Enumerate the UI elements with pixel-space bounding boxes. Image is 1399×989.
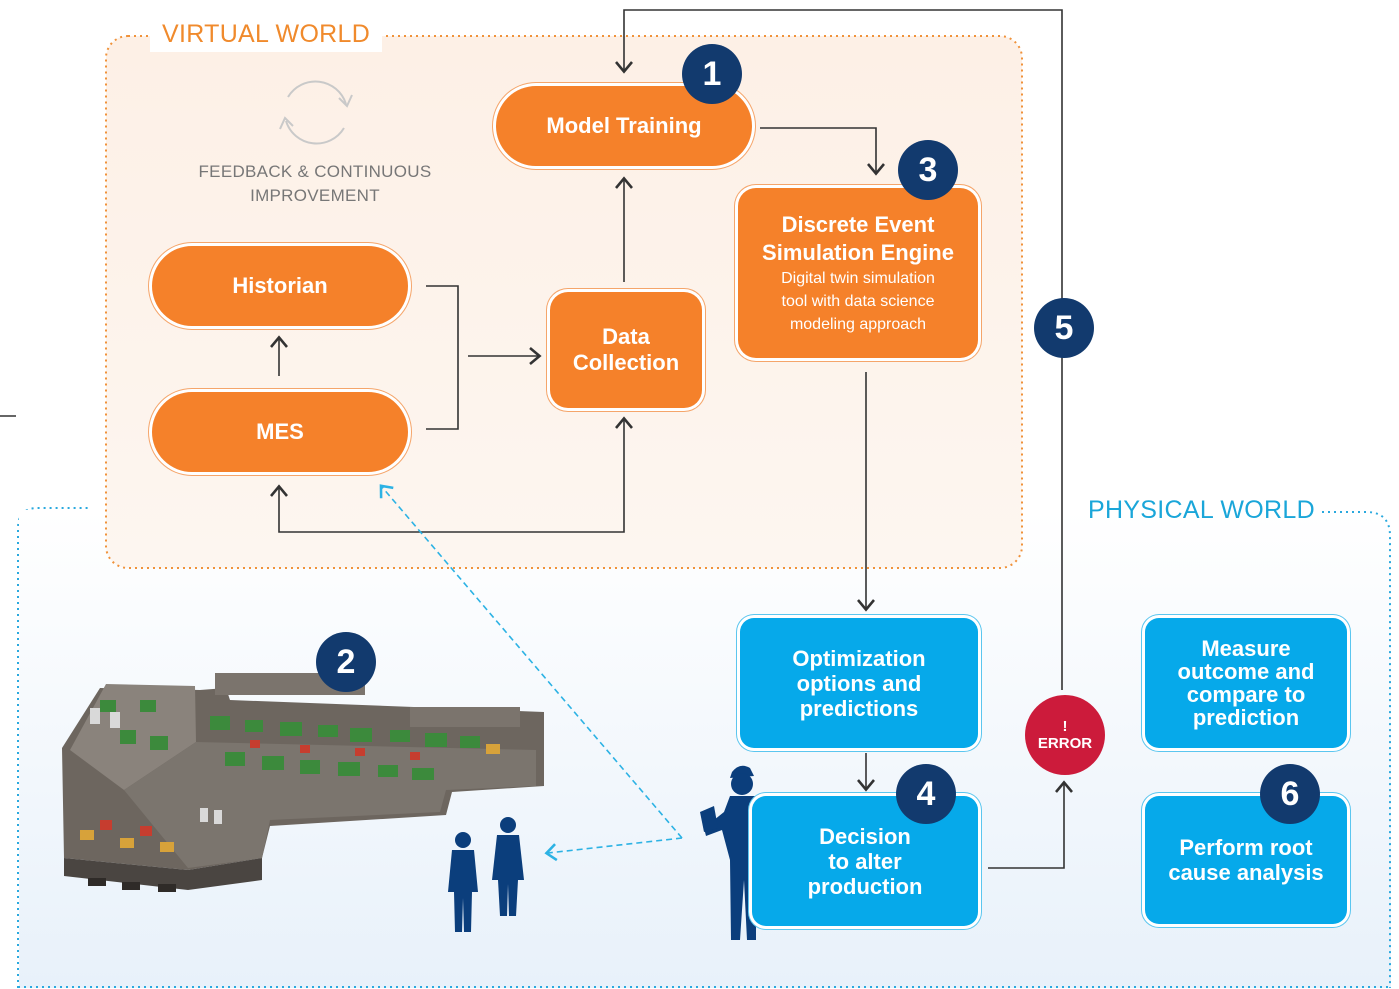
des-title-line2: Simulation Engine (762, 239, 954, 265)
historian-node[interactable]: Historian (152, 246, 408, 326)
historian-label: Historian (232, 273, 328, 298)
mes-node[interactable]: MES (152, 392, 408, 472)
step-badge-4: 4 (896, 764, 956, 824)
measure-line2: outcome and (1177, 659, 1315, 684)
discrete-event-simulation-node[interactable]: Discrete Event Simulation Engine Digital… (738, 188, 978, 358)
optimization-line2: options and (796, 670, 922, 696)
step-badge-2: 2 (316, 632, 376, 692)
data-collection-line2: Collection (572, 350, 680, 375)
des-desc-line2: tool with data science (781, 292, 935, 310)
physical-world-label: PHYSICAL WORLD (1088, 496, 1315, 524)
step-badge-5: 5 (1034, 298, 1094, 358)
workers-silhouette (448, 817, 524, 932)
des-title-line1: Discrete Event (781, 211, 935, 237)
decision-line2: to alter (828, 848, 902, 874)
data-collection-node[interactable]: Data Collection (550, 292, 702, 408)
model-training-label: Model Training (546, 113, 702, 138)
factory-illustration (62, 673, 544, 892)
step-badge-6: 6 (1260, 764, 1320, 824)
mes-label: MES (256, 419, 304, 444)
cycle-icon (279, 80, 353, 145)
optimization-line3: predictions (799, 695, 919, 721)
error-label: ERROR (1037, 735, 1093, 752)
root-cause-node[interactable]: Perform root cause analysis (1145, 796, 1347, 924)
step-badge-1: 1 (682, 44, 742, 104)
rca-line2: cause analysis (1168, 860, 1324, 885)
feedback-caption: FEEDBACK & CONTINUOUS IMPROVEMENT (190, 160, 440, 208)
des-desc-line1: Digital twin simulation (781, 269, 935, 287)
decision-line3: production (807, 873, 923, 899)
optimization-node[interactable]: Optimization options and predictions (740, 618, 978, 748)
measure-line1: Measure (1201, 636, 1291, 661)
data-collection-line1: Data (602, 324, 650, 349)
error-badge: ! ERROR (1025, 695, 1105, 775)
measure-line3: compare to (1186, 682, 1306, 707)
feedback-caption-line2: IMPROVEMENT (250, 186, 380, 205)
decision-line1: Decision (819, 823, 911, 849)
des-desc-line3: modeling approach (789, 315, 927, 333)
step-badge-3: 3 (898, 140, 958, 200)
measure-outcome-node[interactable]: Measure outcome and compare to predictio… (1145, 618, 1347, 748)
feedback-caption-line1: FEEDBACK & CONTINUOUS (198, 162, 432, 181)
virtual-world-label: VIRTUAL WORLD (162, 20, 371, 48)
error-mark: ! (1062, 718, 1068, 735)
rca-line1: Perform root (1179, 835, 1313, 860)
optimization-line1: Optimization (792, 645, 926, 671)
measure-line4: prediction (1192, 705, 1300, 730)
engineer-silhouette (700, 765, 762, 940)
